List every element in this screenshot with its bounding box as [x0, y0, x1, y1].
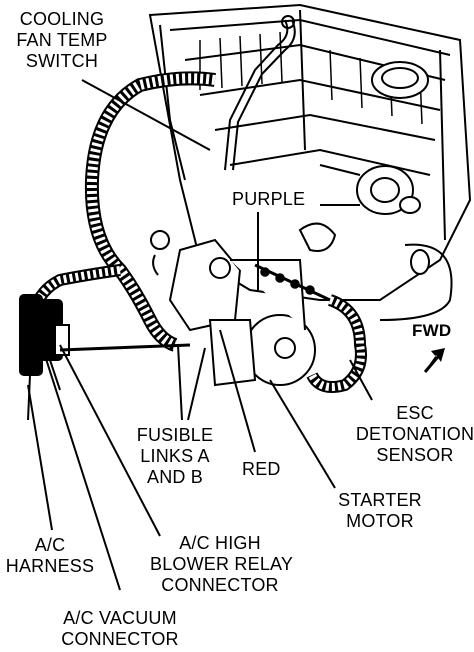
- label-purple: PURPLE: [232, 189, 306, 209]
- label-starter-motor: STARTER MOTOR: [338, 490, 422, 531]
- label-esc-detonation-sensor: ESC DETONATION SENSOR: [355, 403, 474, 465]
- label-ac-high-blower-relay-connector: A/C HIGH BLOWER RELAY CONNECTOR: [150, 533, 294, 595]
- engine-block: [148, 3, 472, 301]
- label-fusible-links: FUSIBLE LINKS A AND B: [136, 425, 214, 487]
- oil-filler-cap: [371, 61, 429, 99]
- esc-harness: [306, 243, 453, 393]
- label-ac-vacuum-connector: A/C VACUUM CONNECTOR: [61, 608, 179, 649]
- esc-sensor-fitting: [298, 164, 430, 275]
- label-ac-harness: A/C HARNESS: [5, 535, 95, 576]
- label-red: RED: [242, 459, 281, 479]
- dipstick-tube: [224, 15, 296, 171]
- starter-motor: [150, 230, 316, 387]
- bolt-row: [254, 263, 331, 302]
- ac-connectors: [19, 294, 191, 421]
- leader-lines: [27, 79, 373, 591]
- label-cooling-fan-temp-switch: COOLING FAN TEMP SWITCH: [16, 9, 108, 71]
- fwd-arrow-icon: [423, 348, 445, 373]
- label-fwd: FWD: [412, 321, 452, 340]
